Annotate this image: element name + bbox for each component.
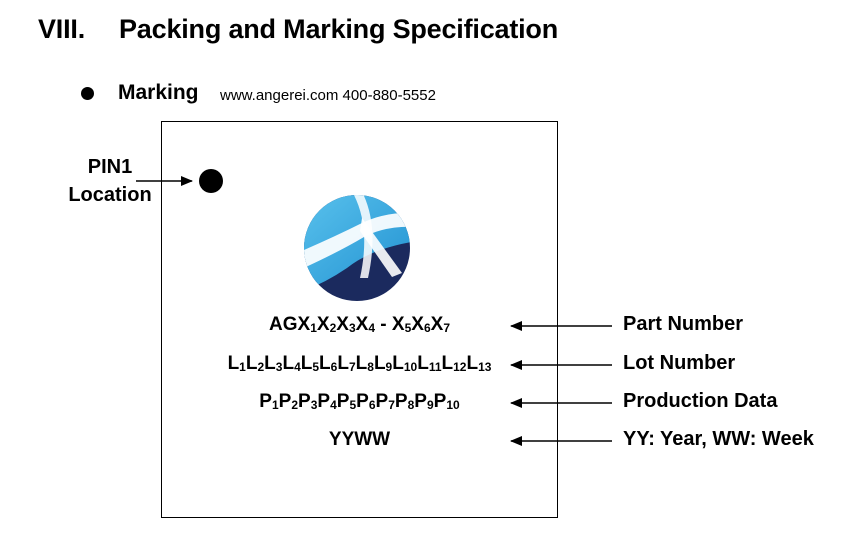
marking-contact: www.angerei.com 400-880-5552 (220, 87, 436, 104)
marking-subscript: 5 (404, 321, 412, 335)
marking-subscript: 2 (291, 398, 299, 412)
marking-subscript: 12 (453, 360, 467, 374)
marking-subscript: 10 (403, 360, 418, 374)
marking-subscript: 3 (348, 321, 356, 335)
date-code-marking: YYWW (161, 429, 558, 451)
marking-subscript: 5 (312, 360, 320, 374)
marking-subscript: 10 (446, 398, 460, 412)
marking-subscript: 3 (275, 360, 283, 374)
callout-part-number: Part Number (623, 313, 744, 335)
pin1-label: PIN1 Location (52, 153, 168, 209)
marking-text: L (355, 353, 368, 374)
lot-number-marking: L1L2L3L4L5L6L7L8L9L10L11L12L13 (161, 353, 558, 375)
marking-text: X (316, 314, 330, 335)
marking-text: L (466, 353, 479, 374)
marking-text: P (317, 391, 331, 412)
marking-text: P (278, 391, 292, 412)
marking-subscript: 9 (426, 398, 434, 412)
marking-text: L (245, 353, 258, 374)
marking-text: L (392, 353, 404, 374)
callout-production-data: Production Data (623, 390, 778, 412)
marking-subscript: 7 (443, 321, 450, 335)
marking-subscript: 7 (348, 360, 356, 374)
marking-text: L (319, 353, 331, 374)
marking-subscript: 6 (423, 321, 431, 335)
marking-text: P (298, 391, 311, 412)
section-title: Packing and Marking Specification (119, 14, 559, 44)
marking-text: L (300, 353, 313, 374)
marking-text: P (414, 391, 427, 412)
marking-text: YYWW (328, 429, 391, 450)
marking-text: L (417, 353, 429, 374)
callout-lot-number: Lot Number (623, 352, 736, 374)
marking-subscript: 8 (367, 360, 374, 374)
marking-subscript: 13 (478, 360, 492, 374)
globe-logo-icon (304, 195, 410, 301)
marking-subscript: 4 (368, 321, 375, 335)
part-number-marking: AGX1X2X3X4 - X5X6X7 (161, 314, 558, 336)
marking-text: AGX (269, 314, 311, 335)
section-number: VIII. (38, 14, 86, 44)
marking-title: Marking (118, 81, 199, 104)
pin1-label-line1: PIN1 (87, 156, 133, 178)
marking-text: L (441, 353, 454, 374)
marking-text: P (375, 391, 389, 412)
chip-outline (161, 121, 558, 518)
marking-subscript: 2 (257, 360, 265, 374)
marking-subscript: 6 (368, 398, 376, 412)
marking-subscript: 3 (310, 398, 318, 412)
marking-subscript: 1 (239, 360, 246, 374)
marking-subscript: 2 (329, 321, 337, 335)
marking-text: L (227, 353, 240, 374)
marking-text: L (373, 353, 386, 374)
pin1-dot-icon (199, 169, 223, 193)
pin1-label-line2: Location (68, 184, 152, 206)
marking-text: L (282, 353, 295, 374)
marking-subscript: 1 (310, 321, 317, 335)
marking-subscript: 1 (271, 398, 279, 412)
marking-subscript: 7 (388, 398, 395, 412)
marking-text: P (433, 391, 447, 412)
bullet-icon (81, 87, 94, 100)
marking-text: P (356, 391, 369, 412)
marking-text: P (394, 391, 408, 412)
marking-text: L (337, 353, 349, 374)
marking-text: - X (375, 314, 405, 335)
marking-text: X (411, 314, 424, 335)
marking-subscript: 6 (330, 360, 338, 374)
marking-subscript: 11 (428, 360, 442, 374)
marking-text: P (336, 391, 350, 412)
callout-date-code: YY: Year, WW: Week (623, 428, 814, 450)
marking-subscript: 5 (349, 398, 357, 412)
marking-text: X (355, 314, 369, 335)
section-heading: VIII. Packing and Marking Specification (38, 14, 558, 45)
marking-text: X (430, 314, 444, 335)
marking-text: P (259, 391, 272, 412)
marking-subscript: 9 (385, 360, 393, 374)
marking-subscript: 8 (407, 398, 415, 412)
production-data-marking: P1P2P3P4P5P6P7P8P9P10 (161, 391, 558, 413)
marking-text: X (336, 314, 349, 335)
marking-subscript: 4 (294, 360, 301, 374)
marking-subscript: 4 (330, 398, 337, 412)
marking-text: L (264, 353, 276, 374)
